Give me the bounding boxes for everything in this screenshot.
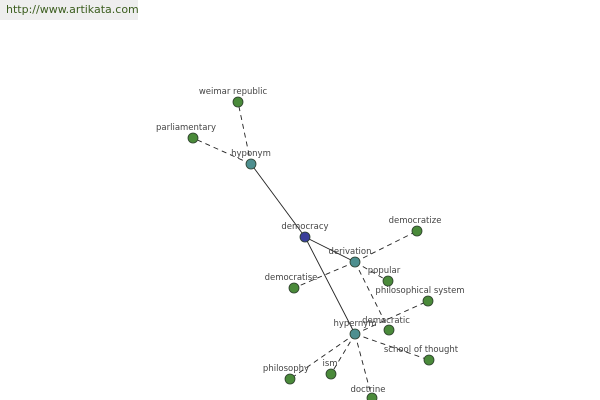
node-democratize[interactable]: [411, 225, 423, 237]
node-hyponym[interactable]: [245, 158, 257, 170]
node-derivation[interactable]: [349, 256, 361, 268]
node-label-derivation: derivation: [328, 247, 371, 257]
labels-layer: democracy hyponym derivation hypernym weimar…: [156, 87, 465, 395]
node-label-weimar-republic: weimar republic: [199, 87, 268, 97]
node-label-hypernym: hypernym: [333, 319, 376, 329]
edge-hypernym-philosophical-system: [354, 300, 429, 335]
node-philosophy[interactable]: [284, 373, 296, 385]
node-school-of-thought[interactable]: [423, 354, 435, 366]
edge-hypernym-ism: [330, 333, 356, 375]
node-label-ism: ism: [322, 359, 337, 369]
node-parliamentary[interactable]: [187, 132, 199, 144]
node-label-democracy: democracy: [281, 222, 328, 232]
node-label-democratise: democratise: [265, 273, 318, 283]
edge-democracy-hypernym: [304, 236, 356, 335]
node-ism[interactable]: [325, 368, 337, 380]
node-label-parliamentary: parliamentary: [156, 123, 216, 133]
edge-hypernym-doctrine: [354, 333, 373, 399]
node-label-hyponym: hyponym: [231, 149, 271, 159]
node-label-democratize: democratize: [389, 216, 442, 226]
node-label-popular: popular: [368, 266, 401, 276]
node-label-philosophical-system: philosophical system: [375, 286, 464, 296]
edge-democracy-hyponym: [250, 163, 306, 238]
node-doctrine[interactable]: [366, 392, 378, 400]
node-democratic[interactable]: [383, 324, 395, 336]
node-label-school-of-thought: school of thought: [384, 345, 459, 355]
edge-derivation-democratize: [354, 230, 418, 263]
node-label-doctrine: doctrine: [350, 385, 385, 395]
site-link[interactable]: http://www.artikata.com: [6, 3, 139, 16]
url-bar: http://www.artikata.com: [0, 0, 139, 20]
edge-derivation-democratic: [354, 261, 390, 331]
edges-layer: [192, 101, 430, 399]
edge-derivation-popular: [354, 261, 389, 282]
edge-hyponym-parliamentary: [192, 137, 252, 165]
edge-hyponym-weimar-republic: [237, 101, 252, 165]
node-label-philosophy: philosophy: [263, 364, 309, 374]
edge-hypernym-school-of-thought: [354, 333, 430, 361]
node-popular[interactable]: [382, 275, 394, 287]
node-philosophical-system[interactable]: [422, 295, 434, 307]
edge-hypernym-philosophy: [289, 333, 356, 380]
node-democracy[interactable]: [299, 231, 311, 243]
edge-derivation-democratise: [293, 261, 356, 289]
nodes-layer: [187, 96, 435, 400]
node-hypernym[interactable]: [349, 328, 361, 340]
node-label-democratic: democratic: [362, 316, 410, 326]
node-democratise[interactable]: [288, 282, 300, 294]
node-weimar-republic[interactable]: [232, 96, 244, 108]
edge-democracy-derivation: [304, 236, 356, 263]
